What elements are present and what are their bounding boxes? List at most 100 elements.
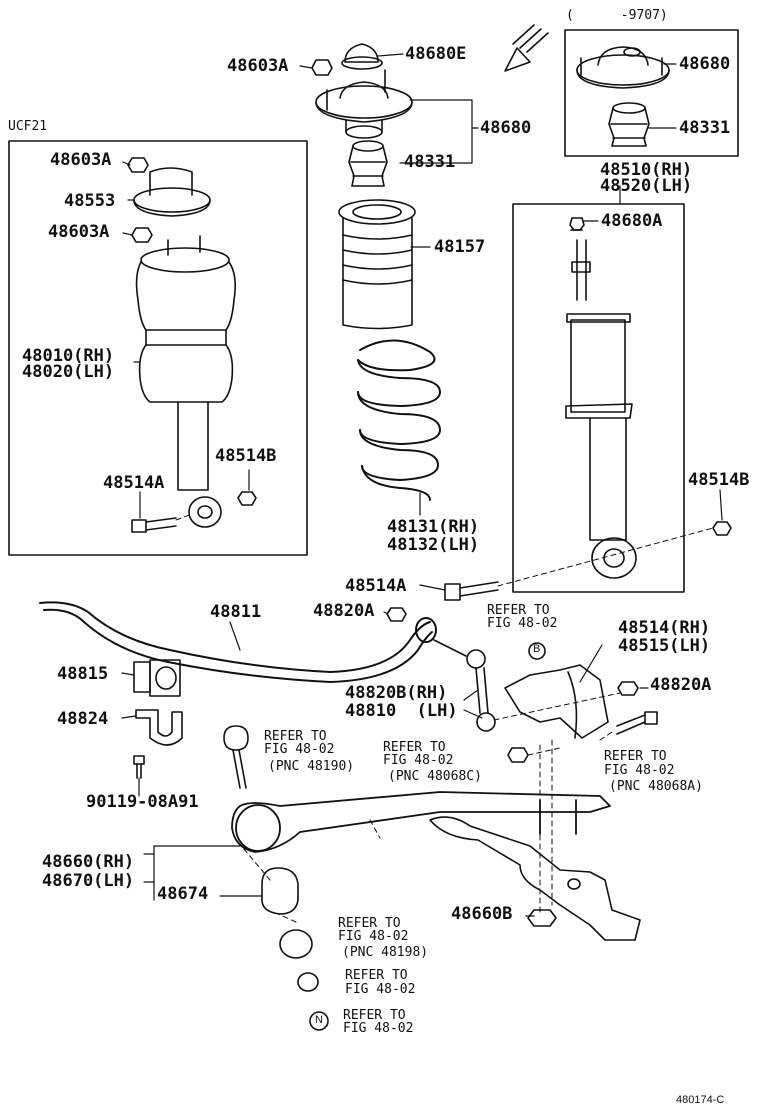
label-48603A-2: 48603A [48, 222, 110, 242]
stabilizer-bar-48811-icon [39, 601, 437, 683]
label-48510: 48510(RH) [600, 160, 693, 180]
lower-arm-48660-icon [231, 791, 611, 853]
label-48660B: 48660B [451, 904, 513, 924]
label-48131: 48131(RH) [387, 517, 480, 537]
nut-48068C-icon [507, 747, 529, 763]
label-48515: 48515(LH) [618, 636, 711, 656]
bolt-48514A-mid-icon [444, 581, 499, 601]
shock-frame [512, 203, 685, 593]
label-48674: 48674 [157, 884, 209, 904]
label-48020: 48020(LH) [22, 362, 115, 382]
bolt-48190-icon [223, 725, 249, 789]
label-48820A-right: 48820A [650, 675, 712, 695]
upper-mount-48680-icon [315, 69, 413, 139]
nut-48660B-icon [527, 909, 557, 927]
label-48520: 48520(LH) [600, 176, 693, 196]
label-48820A-top: 48820A [313, 601, 375, 621]
refer-48198-line2: FIG 48-02 [338, 929, 409, 944]
nut-48514B-right-icon [712, 521, 732, 536]
label-48820B: 48820B(RH) [345, 683, 448, 703]
label-48514A-mid: 48514A [345, 576, 407, 596]
label-48132: 48132(LH) [387, 535, 480, 555]
nut-48603A-2-icon [131, 227, 153, 243]
bushing-48674-icon [261, 867, 299, 915]
bolt-48068A-icon [616, 711, 658, 735]
refer-48068A-line2: FIG 48-02 [604, 763, 675, 778]
inset-mount-48680-icon [576, 46, 670, 89]
bushing-48815-icon [133, 659, 181, 697]
nut-48603A-1-icon [127, 157, 149, 173]
air-spring-48010-icon [135, 235, 236, 528]
inset-frame [564, 29, 739, 157]
leader-lines [121, 53, 723, 917]
nut-48820A-right-icon [617, 681, 639, 696]
refer-48198-pnc: (PNC 48198) [342, 945, 429, 960]
bolt-48514A-left-icon [131, 517, 177, 533]
label-48514: 48514(RH) [618, 618, 711, 638]
refer-to-b-line1: REFER TO [487, 603, 550, 618]
label-48514A-left: 48514A [103, 473, 165, 493]
label-48810: 48810 (LH) [345, 701, 458, 721]
label-48811: 48811 [210, 602, 262, 622]
label-48680E: 48680E [405, 44, 467, 64]
refer-48068C-line2: FIG 48-02 [383, 753, 454, 768]
nut-48603A-icon [311, 59, 333, 76]
shock-absorber-48510-icon [565, 217, 637, 579]
label-48010: 48010(RH) [22, 346, 115, 366]
marker-b-label: B [533, 643, 541, 655]
refer-washer-line2: FIG 48-02 [345, 982, 416, 997]
inset-bump-stop-48331-icon [608, 102, 650, 147]
label-48670: 48670(LH) [42, 871, 135, 891]
label-48331-inset: 48331 [679, 118, 731, 138]
date-range-note: ( -9707) [566, 8, 668, 23]
refer-n-line2: FIG 48-02 [343, 1021, 414, 1036]
label-48514B-left: 48514B [215, 446, 277, 466]
refer-48190-line2: FIG 48-02 [264, 742, 335, 757]
bracket-48514-icon [504, 664, 609, 739]
label-48680-inset: 48680 [679, 54, 731, 74]
bushing-48198-icon [279, 929, 313, 959]
dust-boot-48157-icon [338, 199, 416, 330]
bolt-90119-icon [133, 755, 145, 779]
label-48553: 48553 [64, 191, 116, 211]
refer-washer-line1: REFER TO [345, 968, 408, 983]
marker-n-label: N [315, 1014, 323, 1026]
refer-48068C-pnc: (PNC 48068C) [388, 769, 482, 784]
label-48680A: 48680A [601, 211, 663, 231]
refer-48190-pnc: (PNC 48190) [268, 759, 355, 774]
label-90119: 90119-08A91 [86, 792, 199, 812]
label-48603A-top: 48603A [227, 56, 289, 76]
nut-48820A-top-icon [386, 607, 407, 622]
refer-48068A-line1: REFER TO [604, 749, 667, 764]
refer-to-b-line2: FIG 48-02 [487, 616, 558, 631]
refer-48198-line1: REFER TO [338, 916, 401, 931]
link-48820B-icon [433, 639, 496, 732]
coil-spring-48131-icon [357, 339, 441, 501]
label-48331-mid: 48331 [404, 152, 456, 172]
ucf21-frame [8, 140, 308, 556]
direction-arrow-icon [504, 24, 549, 72]
nut-48514B-left-icon [237, 491, 257, 506]
label-48680-mid: 48680 [480, 118, 532, 138]
marker-n-circle-icon [309, 1011, 329, 1031]
label-48660: 48660(RH) [42, 852, 135, 872]
bump-stop-48331-icon [348, 140, 388, 187]
refer-n-line1: REFER TO [343, 1008, 406, 1023]
label-48514B-right: 48514B [688, 470, 750, 490]
cap-48680E-icon [341, 43, 383, 70]
ucf21-title: UCF21 [8, 119, 48, 134]
label-48157: 48157 [434, 237, 486, 257]
refer-48068A-pnc: (PNC 48068A) [609, 779, 703, 794]
label-48815: 48815 [57, 664, 109, 684]
figure-code: 480174-C [676, 1094, 725, 1106]
mount-48553-icon [133, 167, 211, 217]
washer-icon [297, 972, 319, 992]
refer-48068C-line1: REFER TO [383, 740, 446, 755]
label-48603A-1: 48603A [50, 150, 112, 170]
marker-b-circle-icon [528, 642, 546, 660]
refer-48190-line1: REFER TO [264, 729, 327, 744]
bracket-48824-icon [135, 709, 183, 746]
label-48824: 48824 [57, 709, 109, 729]
